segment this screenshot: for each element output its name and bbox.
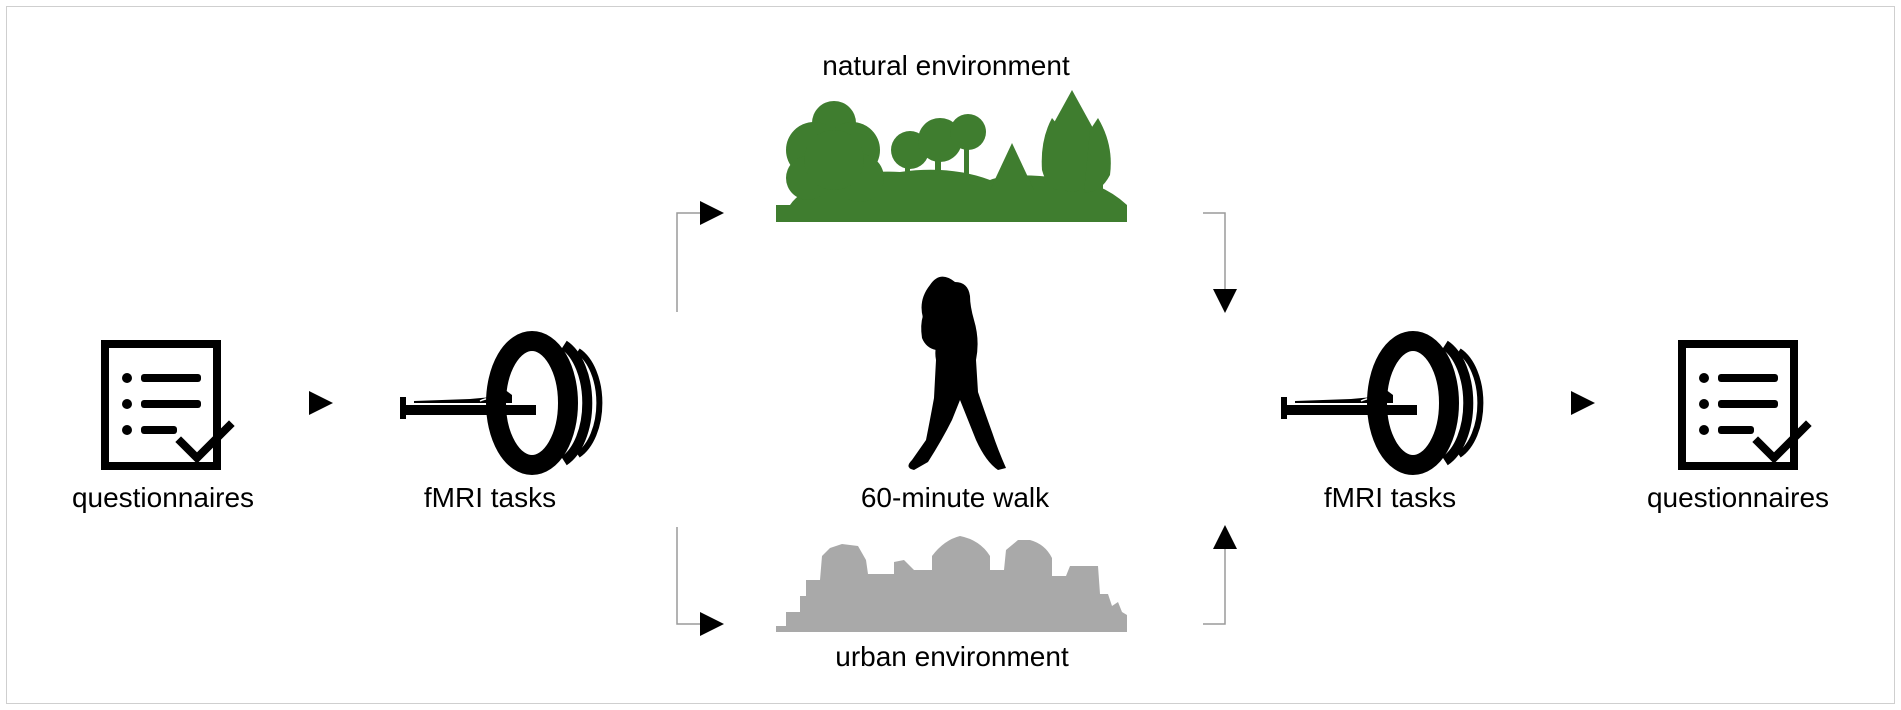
city-skyline-icon bbox=[776, 536, 1127, 632]
arrow-right bbox=[309, 391, 333, 415]
connector-to-urban bbox=[676, 527, 700, 625]
arrow-from-urban bbox=[1213, 525, 1237, 549]
mri-scanner-icon bbox=[1281, 341, 1480, 465]
arrow-from-natural bbox=[1213, 289, 1237, 313]
questionnaires-pre-label: questionnaires bbox=[71, 482, 255, 513]
connector-to-natural bbox=[676, 212, 700, 312]
connector-from-urban bbox=[1203, 548, 1226, 625]
arrow-to-urban bbox=[700, 612, 724, 636]
walk-label: 60-minute walk bbox=[860, 482, 1050, 513]
questionnaires-post-label: questionnaires bbox=[1646, 482, 1830, 513]
arrow-to-natural bbox=[700, 201, 724, 225]
checklist-icon bbox=[101, 340, 229, 470]
diagram-frame bbox=[6, 6, 1895, 704]
walking-person-icon bbox=[908, 276, 1006, 470]
natural-environment-label: natural environment bbox=[822, 50, 1070, 81]
fmri-pre-label: fMRI tasks bbox=[423, 482, 557, 513]
mri-scanner-icon bbox=[400, 341, 599, 465]
checklist-icon bbox=[1678, 340, 1806, 470]
arrow-right bbox=[1571, 391, 1595, 415]
connector-from-natural bbox=[1203, 212, 1226, 290]
urban-environment-label: urban environment bbox=[835, 641, 1069, 672]
fmri-post-label: fMRI tasks bbox=[1323, 482, 1457, 513]
forest-icon bbox=[776, 90, 1127, 222]
